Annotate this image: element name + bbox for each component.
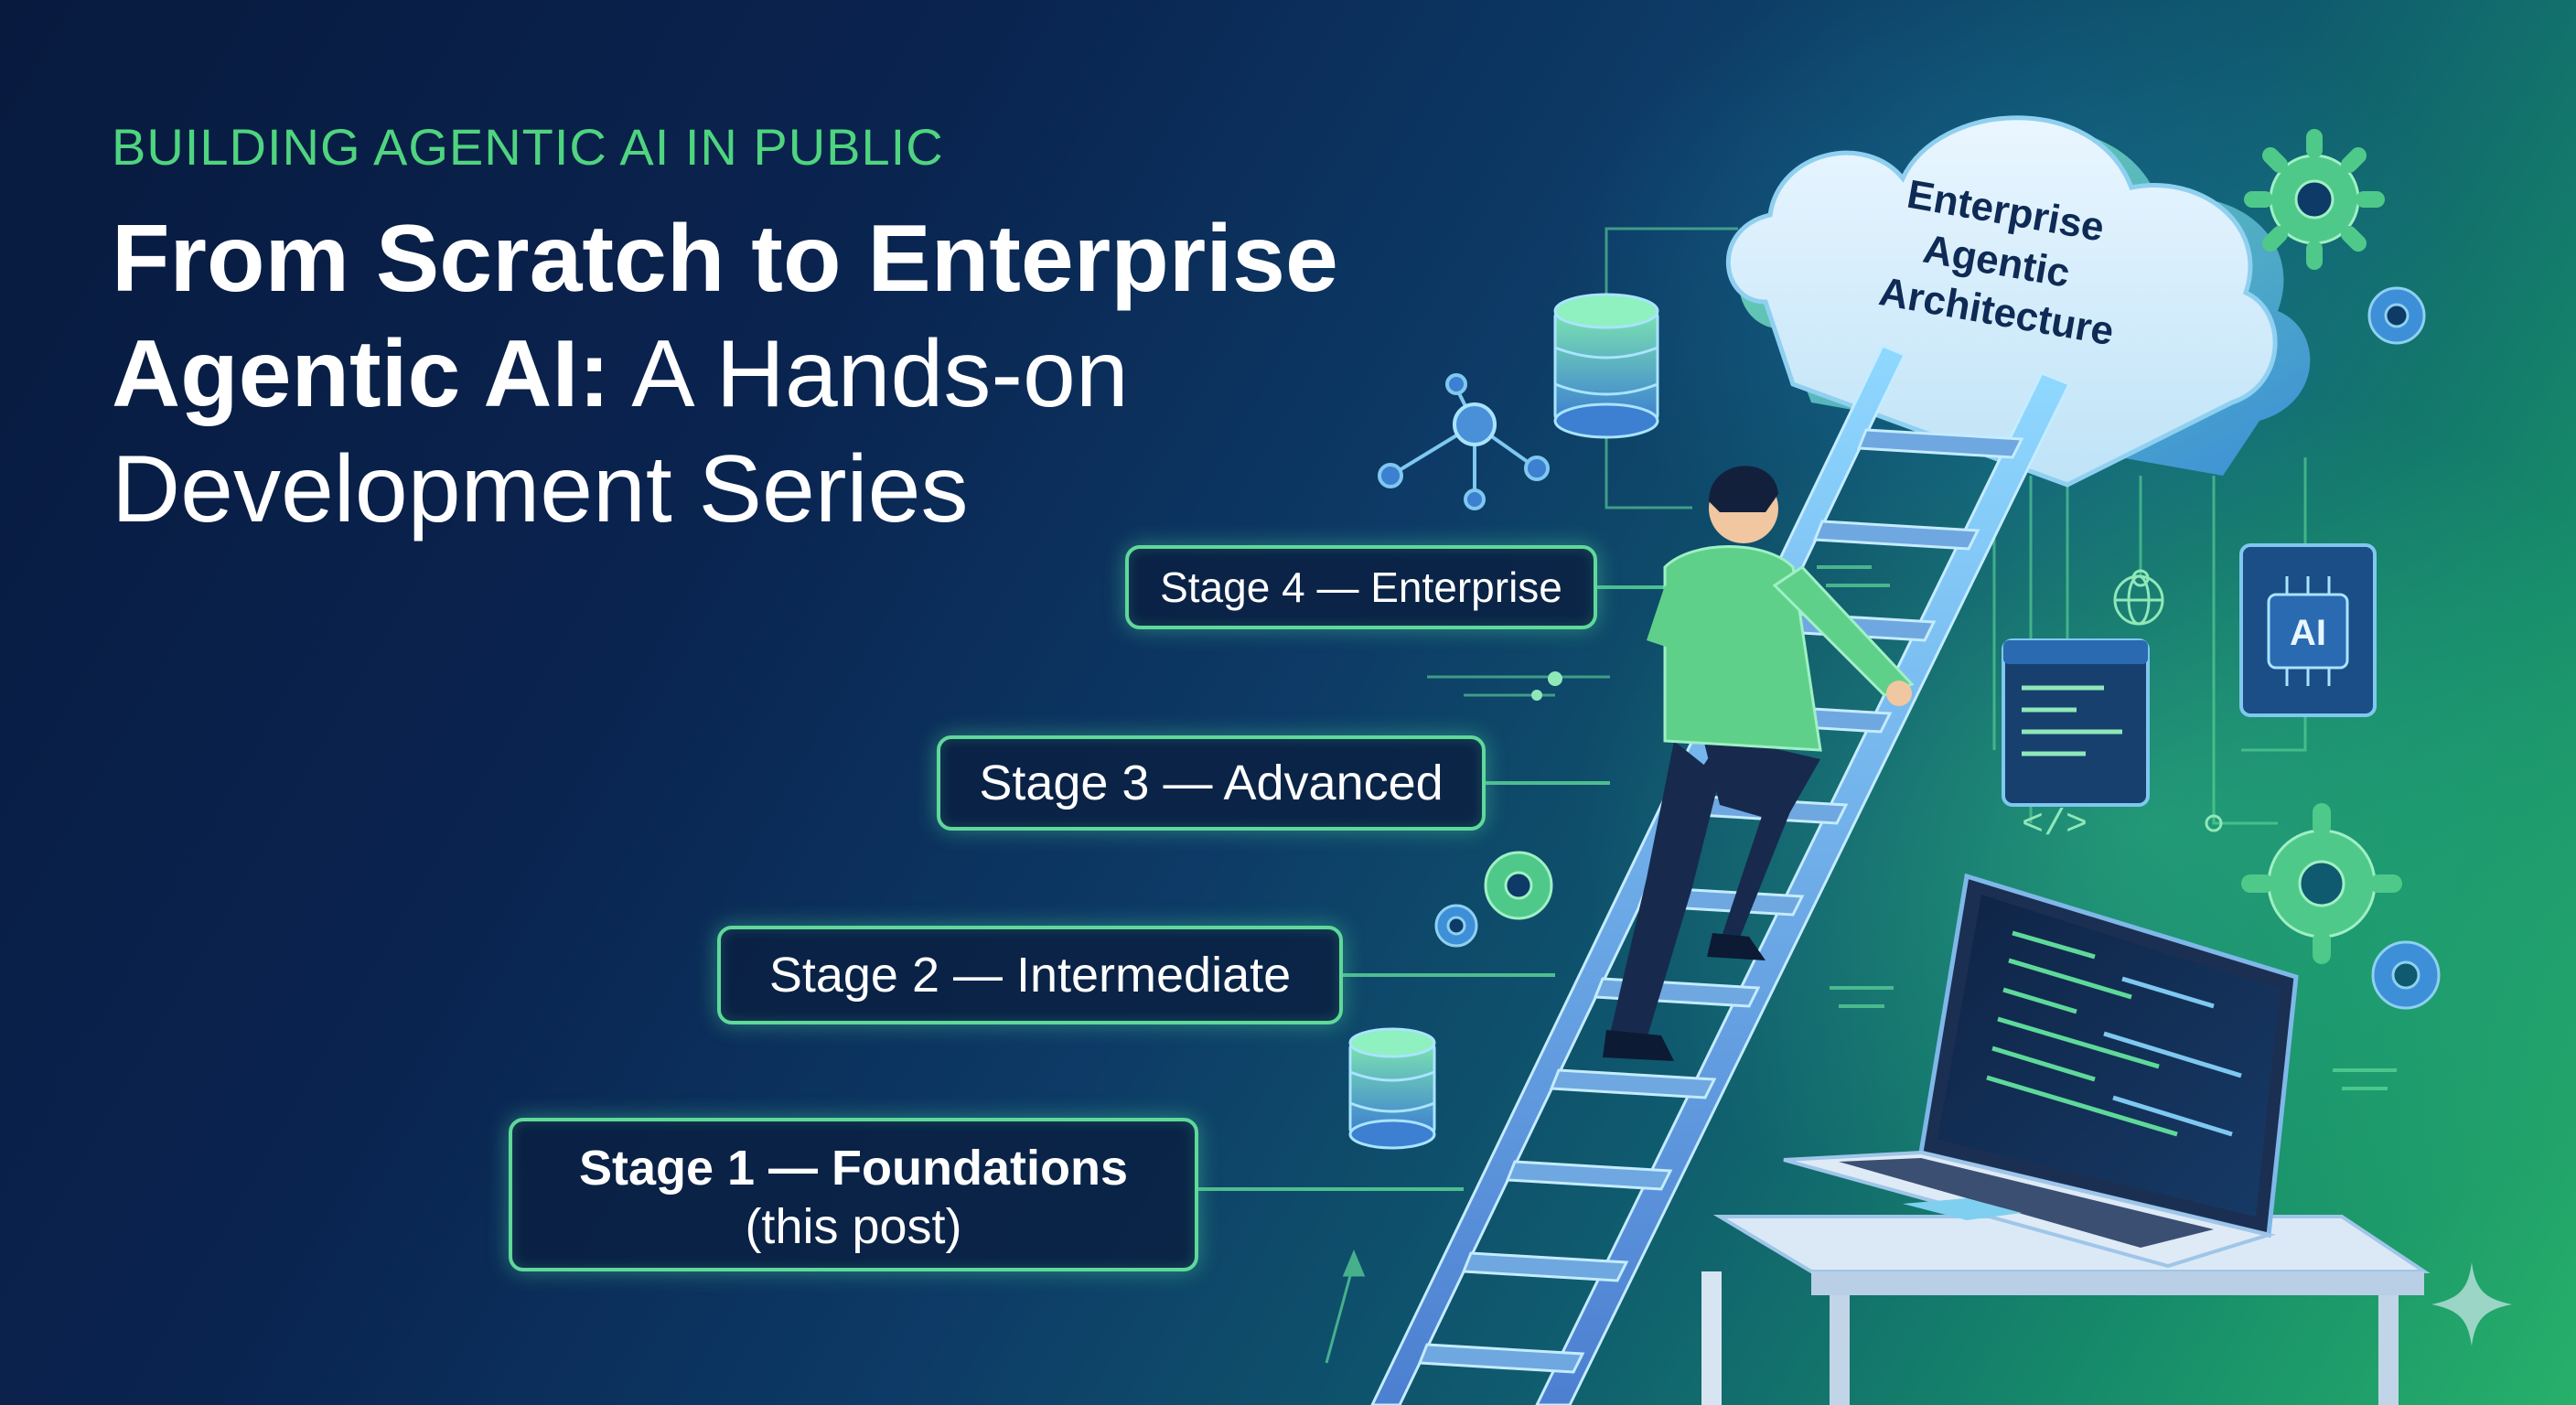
gear-icon: [2367, 286, 2426, 345]
ai-chip-label: AI: [2290, 613, 2326, 653]
gear-icon: [1434, 904, 1478, 948]
title-line-1: From Scratch to Enterprise: [112, 206, 1338, 312]
stage-2-box: Stage 2 — Intermediate: [717, 926, 1343, 1024]
stage-4-label: Stage 4 — Enterprise: [1160, 563, 1562, 611]
gear-icon: [2371, 940, 2441, 1010]
page-title: From Scratch to Enterprise Agentic AI: A…: [112, 201, 1484, 547]
database-icon: [1348, 1027, 1436, 1150]
cloud-label-1: Enterprise: [1904, 172, 2108, 251]
stage-connectors: [1198, 585, 1674, 1191]
cloud-label-3: Architecture: [1876, 269, 2118, 354]
ai-chip-icon: AI: [2239, 543, 2377, 717]
sparkle-icon: [2431, 1262, 2512, 1346]
series-kicker: BUILDING AGENTIC AI IN PUBLIC: [112, 118, 944, 176]
gear-icon: [1484, 851, 1553, 920]
cloud-label-2: Agentic: [1920, 227, 2073, 296]
stage-1-label: Stage 1 — Foundations: [578, 1141, 1129, 1196]
stage-2-label: Stage 2 — Intermediate: [768, 948, 1292, 1003]
circuit-lines: [1427, 227, 2307, 825]
arrow-decoration: [1325, 1249, 1366, 1364]
gear-icon: [2244, 129, 2385, 270]
stage-3-box: Stage 3 — Advanced: [937, 735, 1486, 831]
title-line-2-rest: A Hands-on: [610, 321, 1129, 427]
code-window-icon: [2002, 638, 2150, 807]
globe-icon: [2113, 574, 2164, 626]
stage-3-label: Stage 3 — Advanced: [979, 756, 1444, 810]
gear-icon: [2241, 803, 2402, 964]
laptop-icon: [1783, 873, 2299, 1269]
desk: [1701, 1215, 2431, 1405]
stage-1-sublabel: (this post): [745, 1199, 962, 1254]
title-line-2-bold: Agentic AI:: [112, 321, 611, 427]
stage-4-box: Stage 4 — Enterprise: [1125, 545, 1597, 629]
code-lines-decoration: [1817, 565, 2397, 1090]
title-line-3: Development Series: [112, 436, 969, 542]
database-icon: [1553, 293, 1659, 439]
person-climbing: [1603, 466, 1915, 1061]
stage-1-box: Stage 1 — Foundations (this post): [509, 1118, 1198, 1271]
code-glyph-icon: </>: [2022, 805, 2088, 846]
cloud-icon: Enterprise Agentic Architecture: [1725, 115, 2311, 488]
